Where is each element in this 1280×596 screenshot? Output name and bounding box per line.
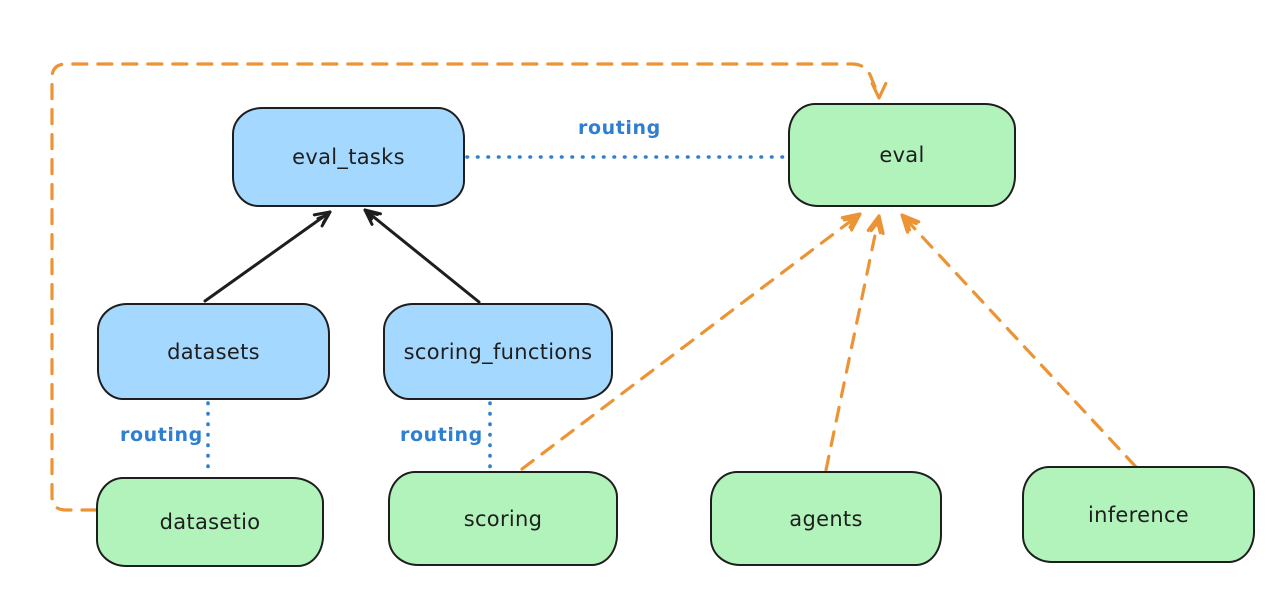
edge-agents-to-eval (824, 214, 885, 472)
node-scoring: scoring (388, 471, 618, 566)
node-eval-tasks: eval_tasks (232, 107, 465, 207)
edge-scoring-to-eval (520, 212, 862, 471)
edge-label-routing-top: routing (578, 117, 661, 139)
edge-label-routing-middle: routing (400, 424, 483, 446)
edge-inference-to-eval (900, 213, 1138, 469)
node-agents: agents (710, 471, 942, 566)
node-inference: inference (1022, 466, 1255, 563)
node-datasets: datasets (97, 303, 330, 400)
edge-datasets-to-eval-tasks (203, 210, 332, 303)
node-eval: eval (788, 103, 1016, 207)
edge-label-routing-left: routing (120, 424, 203, 446)
edge-scoring-functions-to-eval-tasks (363, 208, 481, 304)
node-scoring-functions: scoring_functions (383, 303, 613, 400)
node-datasetio: datasetio (96, 477, 324, 567)
edge-datasetio-to-eval (50, 62, 888, 512)
